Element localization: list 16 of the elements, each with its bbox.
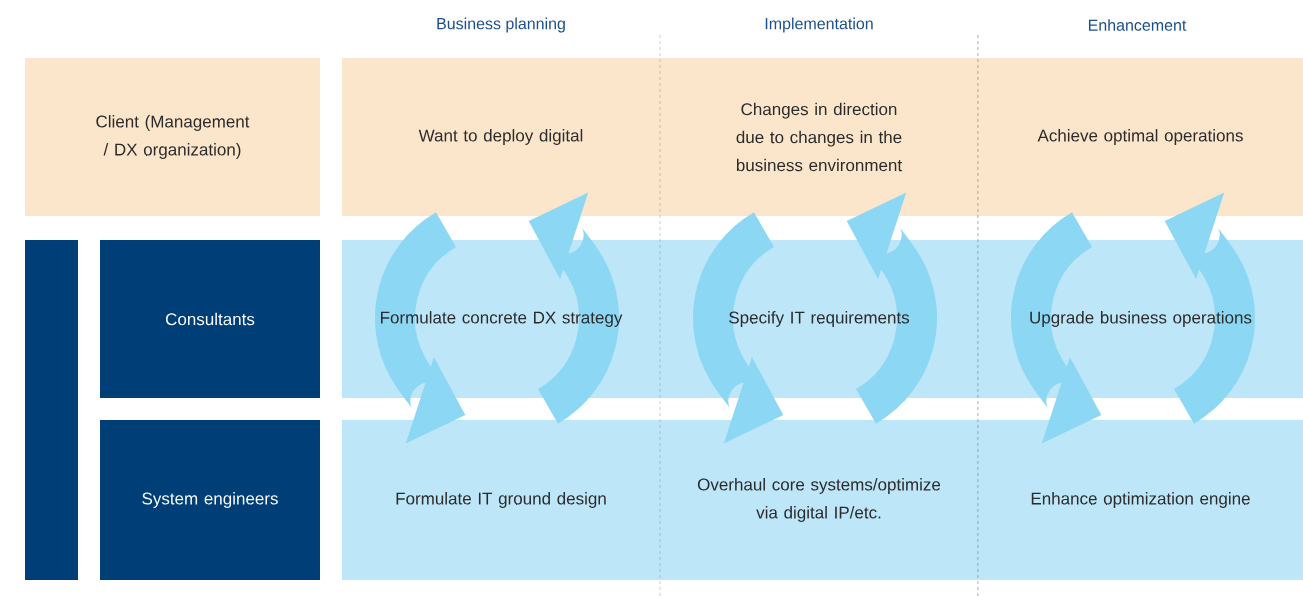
cell-text: Formulate IT ground design	[396, 492, 606, 508]
cell-text: Achieve optimal operations	[1037, 129, 1243, 145]
cell-text: Upgrade business operations	[1030, 311, 1252, 327]
phase-heading: Enhancement	[1088, 19, 1187, 31]
role-box: System engineers	[100, 420, 320, 580]
cell-text: Want to deploy digital	[418, 129, 583, 145]
role-box: Client (Management / DX organization)	[25, 58, 320, 216]
cell-text: Formulate concrete DX strategy	[381, 311, 623, 327]
cell-text: Specify IT requirements	[729, 311, 910, 327]
cell-text: Changes in direction due to changes in the business environment	[736, 102, 902, 172]
cell-text: Overhaul core systems/optimize via digital IP/etc.	[697, 478, 941, 522]
role-box: Consultants	[100, 240, 320, 398]
side-bar	[25, 240, 78, 580]
phase-heading: Implementation	[765, 17, 873, 33]
cell-text: Enhance optimization engine	[1031, 492, 1250, 508]
phase-heading: Business planning	[437, 17, 565, 33]
